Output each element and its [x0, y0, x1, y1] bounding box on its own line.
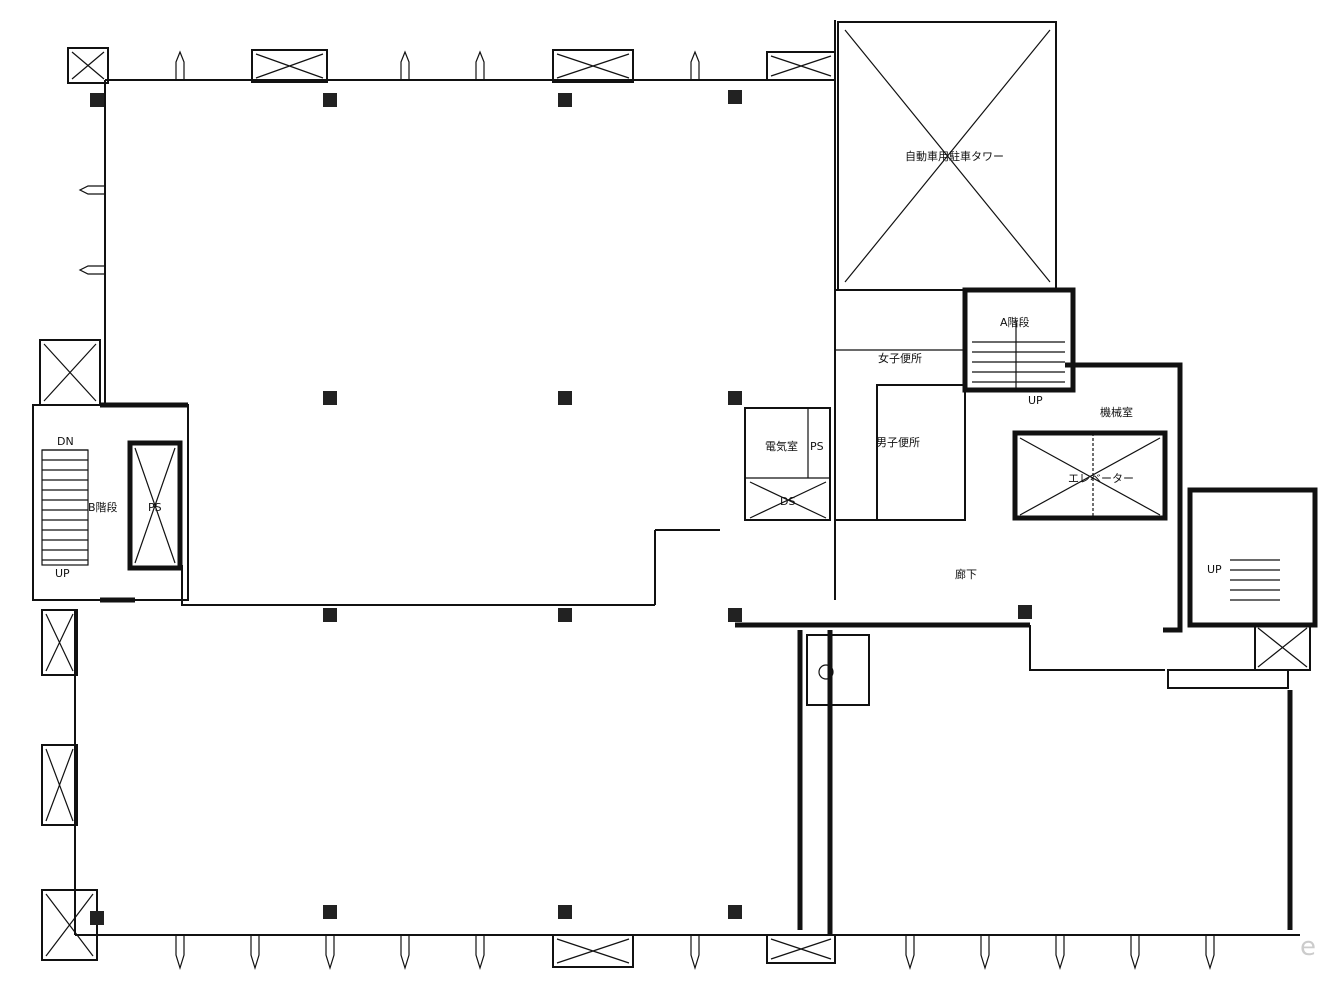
room-labels: 自動車用駐車タワー 女子便所 男子便所 電気室 PS DS A階段 UP 機械室…: [55, 149, 1222, 581]
watermark: e: [1300, 932, 1316, 962]
mullion: [1055, 934, 1065, 971]
window-box: [552, 934, 634, 968]
mullion: [250, 934, 260, 971]
column: [323, 608, 337, 622]
machine-room-label: 機械室: [1100, 405, 1133, 419]
windows: [39, 47, 1215, 971]
window-box: [41, 609, 78, 676]
window-cross: [45, 893, 94, 957]
column: [323, 391, 337, 405]
window-cross: [556, 53, 630, 79]
ps-west-label: PS: [148, 501, 162, 514]
stair-a-up-label: UP: [1028, 394, 1043, 407]
window-box: [251, 49, 328, 83]
mullion: [78, 265, 106, 275]
ps-core-label: PS: [810, 440, 824, 453]
window-cross: [770, 938, 832, 960]
column: [558, 608, 572, 622]
column: [728, 391, 742, 405]
stair-b-dn-label: DN: [57, 435, 74, 448]
stair-b-outline: [41, 449, 89, 566]
column: [90, 911, 104, 925]
ds-label: DS: [780, 495, 795, 508]
window-cross: [556, 938, 630, 964]
stair-b-label: B階段: [88, 500, 118, 514]
mullion: [905, 934, 915, 971]
window-box: [552, 49, 634, 83]
window-box: [67, 47, 109, 84]
window-cross: [45, 748, 74, 822]
mullion: [175, 934, 185, 971]
mullion: [690, 934, 700, 971]
mullion: [78, 185, 106, 195]
window-cross: [45, 613, 74, 672]
column: [1018, 605, 1032, 619]
mullion: [475, 934, 485, 971]
walls: [32, 20, 1318, 936]
elevator-label: エレベーター: [1068, 472, 1134, 485]
corridor-label: 廊下: [955, 567, 977, 581]
parking-tower-label: 自動車用駐車タワー: [905, 149, 1004, 163]
mullion: [400, 50, 410, 81]
column: [90, 93, 104, 107]
stair-a-label: A階段: [1000, 315, 1030, 329]
stair-b-up-label: UP: [55, 567, 70, 580]
window-cross: [770, 55, 832, 77]
column: [728, 905, 742, 919]
mullion: [1205, 934, 1215, 971]
window-box: [766, 51, 836, 81]
mullion: [400, 934, 410, 971]
column: [728, 90, 742, 104]
column: [728, 608, 742, 622]
stair-c-up-label: UP: [1207, 563, 1222, 576]
mullion: [690, 50, 700, 81]
mullion: [1130, 934, 1140, 971]
columns: [90, 90, 1032, 925]
womens-toilet-label: 女子便所: [878, 351, 922, 365]
column: [558, 391, 572, 405]
window-box: [766, 934, 836, 964]
mens-toilet-label: 男子便所: [876, 436, 920, 449]
mullion: [980, 934, 990, 971]
window-cross: [71, 51, 105, 80]
column: [323, 93, 337, 107]
mullion: [325, 934, 335, 971]
window-cross: [255, 53, 324, 79]
window-box: [39, 339, 101, 406]
column: [558, 93, 572, 107]
column: [558, 905, 572, 919]
window-cross: [43, 343, 97, 402]
electrical-room-label: 電気室: [765, 439, 798, 453]
window-box: [41, 744, 78, 826]
mullion: [175, 50, 185, 81]
column: [323, 905, 337, 919]
mullion: [475, 50, 485, 81]
